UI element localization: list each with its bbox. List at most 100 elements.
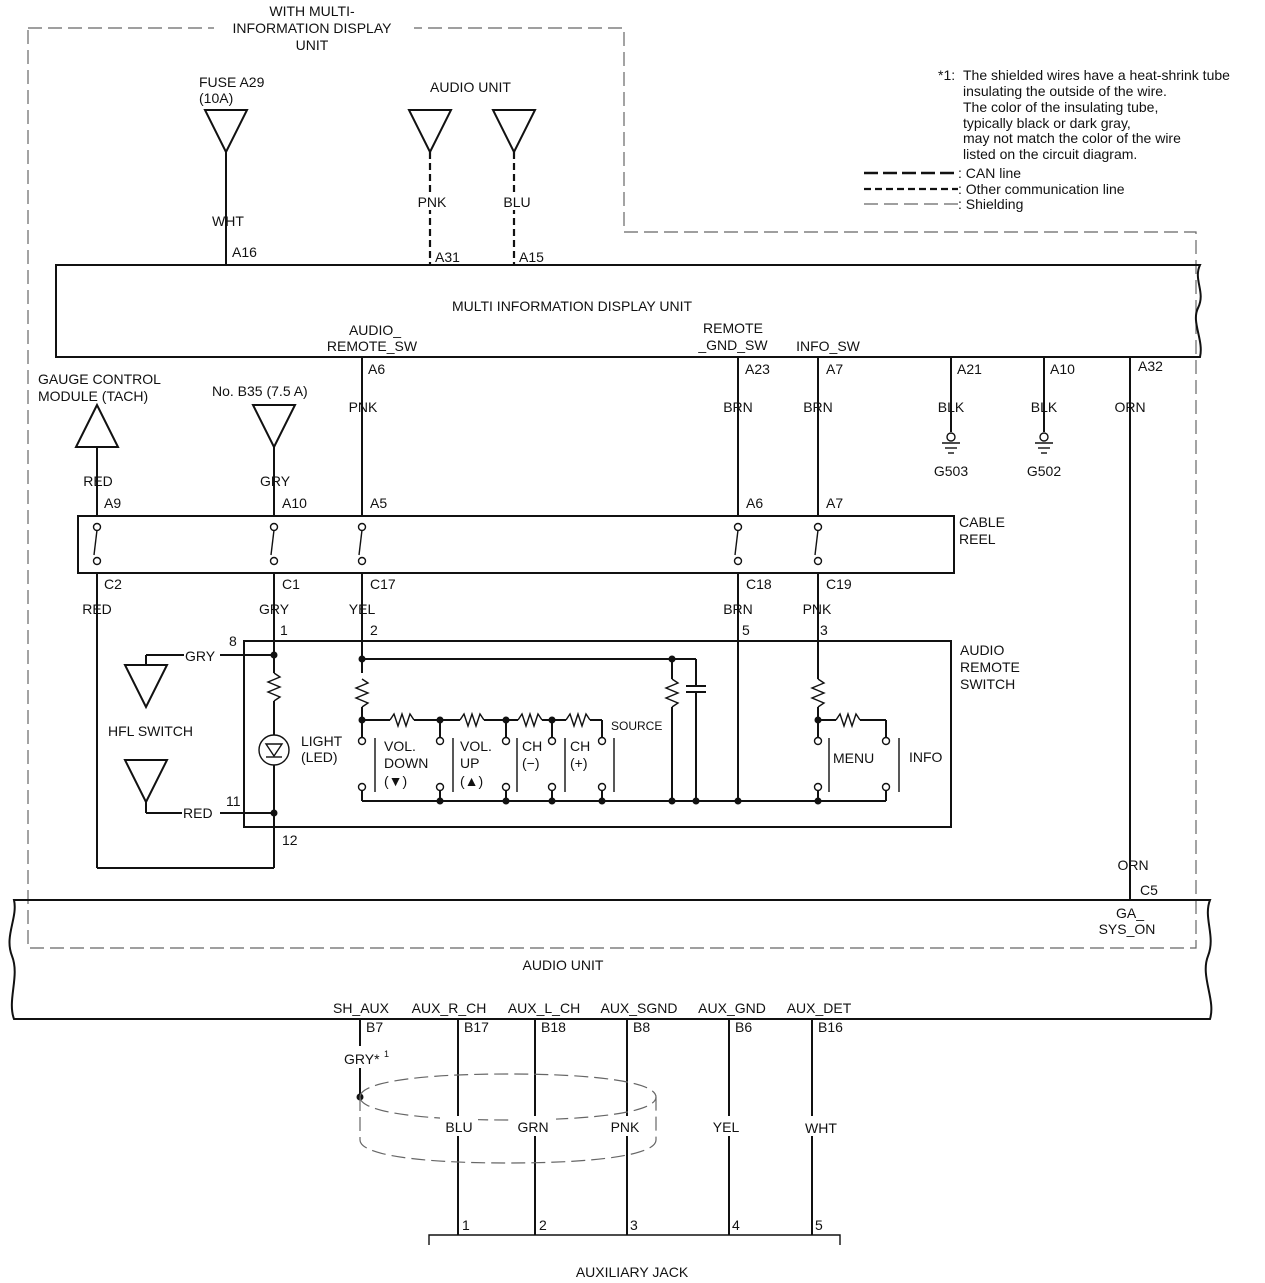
reel-bottom-pin-c17: C17 xyxy=(370,576,396,592)
note-line-6: listed on the circuit diagram. xyxy=(963,146,1137,162)
fuse-label: FUSE A29 xyxy=(199,74,265,90)
menu-resistor xyxy=(835,711,861,729)
gauge-wire-color: RED xyxy=(83,473,113,489)
b35-terminal-icon xyxy=(251,404,297,450)
info-label: INFO xyxy=(909,749,943,765)
aux-wire-blu: BLU xyxy=(445,1119,472,1135)
ground-g502-label: G502 xyxy=(1027,463,1061,479)
boundary-label-line3: UNIT xyxy=(296,37,329,53)
cable-reel-contact-1 xyxy=(92,522,102,566)
cable-reel-label-1: CABLE xyxy=(959,514,1005,530)
ladder-resistor-1 xyxy=(389,711,415,729)
reel-top-pin-a9: A9 xyxy=(104,495,121,511)
note-line-1: The shielded wires have a heat-shrink tu… xyxy=(963,67,1230,83)
switch-vol-up xyxy=(435,720,454,801)
audio-wire-blu: BLU xyxy=(503,194,530,210)
led-icon xyxy=(258,734,290,766)
audio-pin-a15: A15 xyxy=(519,249,544,265)
note-line-3: The color of the insulating tube, xyxy=(963,99,1158,115)
note-line-2: insulating the outside of the wire. xyxy=(963,83,1167,99)
aux-wire-gry: GRY* xyxy=(344,1051,380,1067)
switch-pin-2: 2 xyxy=(370,622,378,638)
mid-wire-a23: BRN xyxy=(723,399,753,415)
audio-unit-bottom-box xyxy=(8,899,1213,1020)
vol-down-label-2: DOWN xyxy=(384,755,428,771)
audio-unit-bottom-label: AUDIO UNIT xyxy=(523,957,604,973)
switch-pin-1: 1 xyxy=(280,622,288,638)
c5-signal-2: SYS_ON xyxy=(1099,921,1156,937)
legend-other-comm: : Other communication line xyxy=(958,181,1125,197)
aux-pin-b6: B6 xyxy=(735,1019,752,1035)
c5-wire-color: ORN xyxy=(1117,857,1148,873)
vol-up-label-3: (▲) xyxy=(460,773,483,789)
aux-signal-sgnd: AUX_SGND xyxy=(600,1000,677,1016)
aux-signal-l: AUX_L_CH xyxy=(508,1000,580,1016)
switch-pin-5: 5 xyxy=(742,622,750,638)
multi-info-display-boundary xyxy=(27,27,1197,949)
cable-reel-contact-2 xyxy=(269,522,279,566)
mid-pin-a7: A7 xyxy=(826,361,843,377)
legend-shielding: : Shielding xyxy=(958,196,1023,212)
reel-top-pin-a7: A7 xyxy=(826,495,843,511)
aux-signal-det: AUX_DET xyxy=(787,1000,852,1016)
ch-plus-label-1: CH xyxy=(570,738,590,754)
mid-signal-audio-2: REMOTE_SW xyxy=(327,338,418,354)
led-resistor xyxy=(266,672,282,702)
mid-unit-title: MULTI INFORMATION DISPLAY UNIT xyxy=(452,298,693,314)
reel-bottom-pin-c19: C19 xyxy=(826,576,852,592)
mid-wire-a21: BLK xyxy=(938,399,965,415)
boundary-label-line2: INFORMATION DISPLAY xyxy=(233,20,393,36)
aux-signal-sh: SH_AUX xyxy=(333,1000,390,1016)
switch-pin-12: 12 xyxy=(282,832,298,848)
b35-wire-color: GRY xyxy=(260,473,291,489)
ladder-resistor-3 xyxy=(517,711,543,729)
aux-wire-grn: GRN xyxy=(517,1119,548,1135)
mid-wire-a6: PNK xyxy=(349,399,378,415)
menu-label: MENU xyxy=(833,750,874,766)
note-line-5: may not match the color of the wire xyxy=(963,130,1181,146)
reel-wire-pnk: PNK xyxy=(803,601,832,617)
legend-can-line: : CAN line xyxy=(958,165,1021,181)
switch-menu xyxy=(813,720,830,801)
remote-switch-label-1: AUDIO xyxy=(960,642,1004,658)
boundary-label-line1: WITH MULTI- xyxy=(269,3,355,19)
led-label-1: LIGHT xyxy=(301,733,343,749)
fuse-wire-color: WHT xyxy=(212,213,244,229)
mid-pin-a32: A32 xyxy=(1138,358,1163,374)
hfl-gry-label: GRY xyxy=(185,648,216,664)
ladder-resistor-4 xyxy=(565,711,591,729)
remote-switch-label-2: REMOTE xyxy=(960,659,1020,675)
reel-bottom-pin-c2: C2 xyxy=(104,576,122,592)
led-label-2: (LED) xyxy=(301,749,338,765)
auxiliary-jack-label: AUXILIARY JACK xyxy=(576,1264,689,1280)
aux-pin-b18: B18 xyxy=(541,1019,566,1035)
audio-wire-pnk: PNK xyxy=(418,194,447,210)
gauge-label-2: MODULE (TACH) xyxy=(38,388,148,404)
aux-pin-b16: B16 xyxy=(818,1019,843,1035)
audio-terminal-icon-2 xyxy=(491,109,537,155)
ground-g503-label: G503 xyxy=(934,463,968,479)
hfl-switch-label: HFL SWITCH xyxy=(108,723,193,739)
ground-icon-g503 xyxy=(942,432,960,454)
mid-pin-a23: A23 xyxy=(745,361,770,377)
mid-signal-remote-2: _GND_SW xyxy=(697,337,768,353)
switch-vol-down xyxy=(357,720,376,801)
aux-signal-r: AUX_R_CH xyxy=(412,1000,487,1016)
ladder-resistor-top xyxy=(354,678,370,708)
aux-pin-b17: B17 xyxy=(464,1019,489,1035)
source-label: SOURCE xyxy=(611,719,662,733)
info-resistor xyxy=(810,678,826,708)
aux-pin-b8: B8 xyxy=(633,1019,650,1035)
aux-wire-pnk: PNK xyxy=(611,1119,640,1135)
cable-reel-contact-4 xyxy=(733,522,743,566)
multi-info-display-unit xyxy=(55,264,1202,358)
reel-top-pin-a6: A6 xyxy=(746,495,763,511)
switch-ch-plus xyxy=(547,720,566,801)
b35-label: No. B35 (7.5 A) xyxy=(212,383,308,399)
mid-pin-a21: A21 xyxy=(957,361,982,377)
reel-bottom-pin-c1: C1 xyxy=(282,576,300,592)
remote-switch-label-3: SWITCH xyxy=(960,676,1015,692)
jack-pin-5: 5 xyxy=(815,1217,823,1233)
c5-signal-1: GA_ xyxy=(1116,905,1144,921)
fuse-rating: (10A) xyxy=(199,90,233,106)
